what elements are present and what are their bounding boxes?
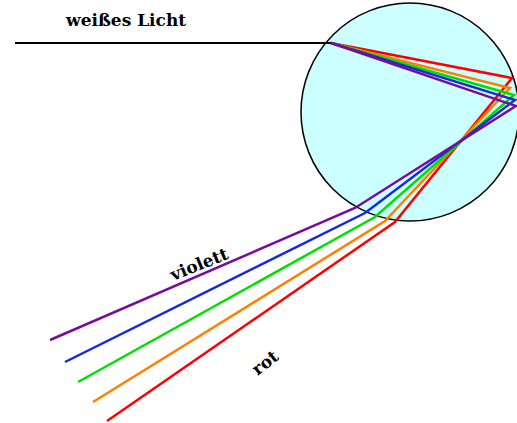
- white-light-ray: [15, 42, 331, 44]
- red-ray: [107, 43, 512, 421]
- color-label: violett: [168, 245, 231, 283]
- color-label: rot: [249, 348, 282, 379]
- light-label: weißes Licht: [66, 12, 186, 29]
- green-ray: [78, 43, 514, 382]
- violet-ray: [50, 43, 516, 340]
- blue-ray: [65, 43, 515, 362]
- light-rays: [50, 43, 516, 421]
- orange-ray: [93, 43, 510, 402]
